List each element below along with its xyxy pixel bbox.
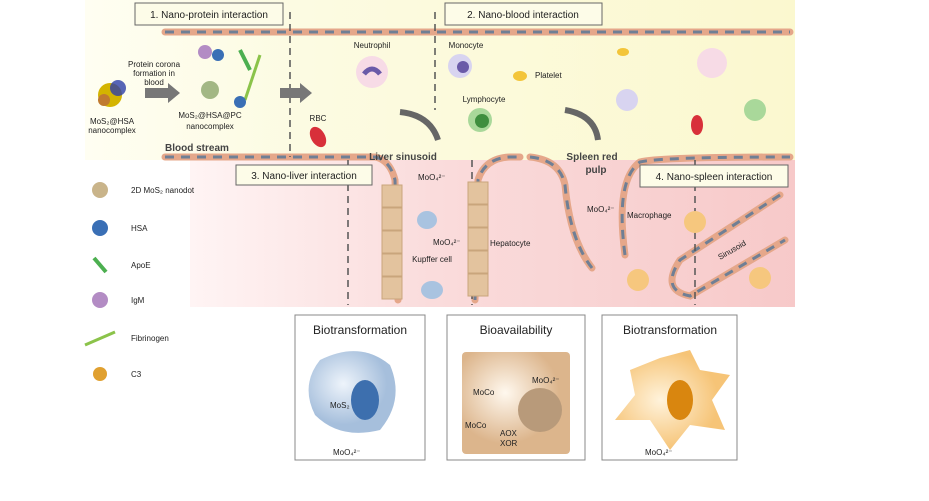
kupffer-cell-icon [421,281,443,299]
legend-label: HSA [131,224,148,233]
panel-kupffer-biotransformation: Biotransformation MoS₂ MoO₄²⁻ [294,314,426,461]
moco-label: MoCo [465,421,487,430]
section-4-header: 4. Nano-spleen interaction [639,164,789,188]
hepatocyte-column-left [381,184,403,300]
spleen-red-pulp-label-2: pulp [585,165,606,176]
start-label-2: nanocomplex [88,126,136,135]
nano-protein-section: MoS₂@HSA nanocomplex Protein corona form… [88,45,312,154]
mos2-nanodot-icon [92,182,108,198]
hsa-icon [92,220,108,236]
section-3-header: 3. Nano-liver interaction [235,164,373,186]
end-label-2: nanocomplex [186,122,234,131]
legend-label: C3 [131,370,142,379]
moo4-label: MoO₄²⁻ [433,238,461,247]
start-label: MoS₂@HSA [90,117,135,126]
monocyte-label: Monocyte [449,41,484,50]
section-1-header: 1. Nano-protein interaction [134,2,284,26]
rbc-label: RBC [310,114,327,123]
blood-region [85,0,795,160]
kupffer-cell-icon [417,211,437,229]
blood-cells-right [616,48,766,135]
macrophage-icon [749,267,771,289]
macrophage-icon [627,269,649,291]
platelet-label: Platelet [535,71,562,80]
kupffer-cell-label: Kupffer cell [412,255,452,264]
moo4-label: MoO₄²⁻ [587,205,615,214]
arrow-icon [145,83,180,103]
macrophage-icon [684,211,706,233]
hepatocyte-label: Hepatocyte [490,239,531,248]
legend-label: ApoE [131,261,151,270]
section-4-label: 4. Nano-spleen interaction [656,172,773,183]
liver-sinusoid-label: Liver sinusoid [369,152,437,163]
hepatocyte-column-right [467,181,489,297]
end-label: MoS₂@HSA@PC [178,111,242,120]
platelet-icon [513,71,527,81]
legend-label: Fibrinogen [131,334,169,343]
panel-hepatocyte-bioavailability: Bioavailability MoO₄²⁻ MoCo MoCo AOX XOR [446,314,586,461]
lymphocyte-label: Lymphocyte [463,95,506,104]
mos2-hsa-nanocomplex-icon [98,80,126,107]
nano-blood-section: Neutrophil Monocyte Platelet Lymphocyte … [309,41,766,148]
section-2-header: 2. Nano-blood interaction [444,2,603,26]
neutrophil-label: Neutrophil [354,41,391,50]
macrophage-label: Macrophage [627,211,672,220]
corona-label-2: formation in [133,69,175,78]
corona-label-3: blood [144,78,164,87]
aox-label: AOX [500,429,518,438]
legend: 2D MoS₂ nanodot HSA ApoE IgM Fibrinogen … [84,182,195,381]
arrow-icon [280,83,312,103]
nano-liver-section: Liver sinusoid MoO₄²⁻ MoO₄²⁻ Kupffer cel… [369,152,531,300]
vessel-walls [161,28,794,304]
panel-macrophage-biotransformation: Biotransformation MoO₄²⁻ [601,314,738,461]
legend-label: IgM [131,296,145,305]
protein-corona-nanocomplex-icon [198,45,262,108]
fibrinogen-icon [84,330,116,347]
rbc-icon [309,126,327,148]
xor-label: XOR [500,439,518,448]
panel-title: Bioavailability [480,323,553,337]
igm-icon [92,292,108,308]
corona-label-1: Protein corona [128,60,181,69]
moo4-label: MoO₄²⁻ [645,448,673,457]
legend-label: 2D MoS₂ nanodot [131,186,195,195]
panel-title: Biotransformation [313,323,407,337]
curved-arrow-icon [564,107,601,141]
apoe-icon [92,256,108,274]
panel-title: Biotransformation [623,323,717,337]
mos2-label: MoS₂ [330,401,350,410]
section-2-label: 2. Nano-blood interaction [467,10,579,21]
blood-stream-label: Blood stream [165,143,229,154]
section-1-label: 1. Nano-protein interaction [150,10,268,21]
curved-arrow-icon [399,109,441,142]
c3-icon [93,367,107,381]
moco-label: MoCo [473,388,495,397]
section-3-label: 3. Nano-liver interaction [251,171,357,182]
moo4-label: MoO₄²⁻ [418,173,446,182]
moo4-label: MoO₄²⁻ [532,376,560,385]
moo4-label: MoO₄²⁻ [333,448,361,457]
neutrophil-icon [356,56,388,88]
spleen-red-pulp-label: Spleen red [566,152,617,163]
